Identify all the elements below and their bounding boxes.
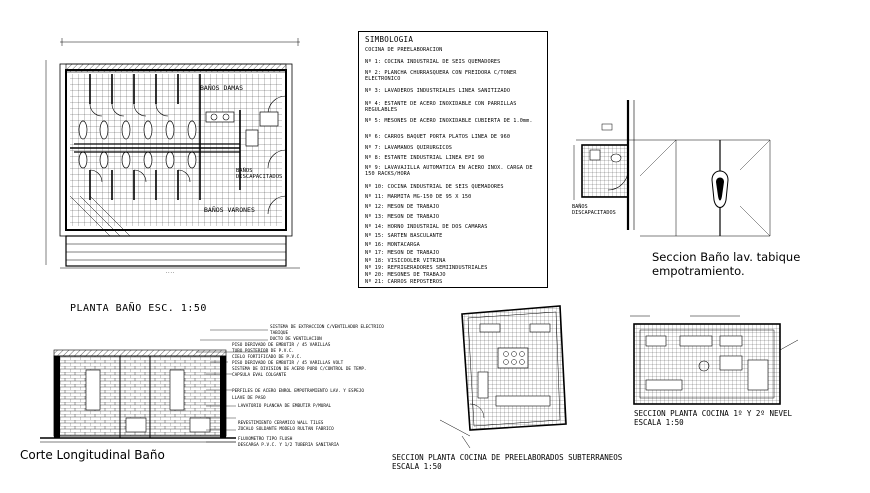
svg-text:····: ···· xyxy=(165,270,175,275)
label-banos-discapacitados: BAÑOS DISCAPACITADOS xyxy=(236,168,283,180)
legend-item: Nº 3: LAVADEROS INDUSTRIALES LINEA SANIT… xyxy=(365,88,511,94)
legend-item: Nº 13: MESON DE TRABAJO xyxy=(365,214,440,220)
legend-item: Nº 17: MESON DE TRABAJO xyxy=(365,250,440,256)
legend-title: SIMBOLOGIA xyxy=(365,35,414,44)
legend-item: Nº 1: COCINA INDUSTRIAL DE SEIS QUEMADOR… xyxy=(365,59,501,65)
legend-item: Nº 2: PLANCHA CHURRASQUERA CON FREIDORA … xyxy=(365,70,520,82)
legend-item: Nº 6: CARROS BAQUET PORTA PLATOS LINEA D… xyxy=(365,134,511,140)
legend-item: Nº 8: ESTANTE INDUSTRIAL LINEA EPI 90 xyxy=(365,155,485,161)
section-note: PISO DERIVADO DE EMBUTIR / 45 VARILLAS V… xyxy=(232,361,344,366)
legend-item: Nº 4: ESTANTE DE ACERO INOXIDABLE CON PA… xyxy=(365,101,520,113)
caption-corte-longitudinal: Corte Longitudinal Baño xyxy=(20,448,165,462)
legend-item: Nº 15: SARTEN BASCULANTE xyxy=(365,233,443,239)
section-note: REVESTIMIENTO CERAMICO WALL TILES xyxy=(238,421,324,426)
caption-cocina-nivel-line1: SECCION PLANTA COCINA 1º Y 2º NEVEL xyxy=(634,409,793,418)
seccion-bano-lav-drawing xyxy=(626,100,771,237)
legend-item: Nº 19: REFRIGERADORES SEMIINDUSTRIALES xyxy=(365,265,488,271)
cocina-nivel-drawing xyxy=(630,315,799,405)
caption-cocina-nivel-line2: ESCALA 1:50 xyxy=(634,418,684,427)
section-note: CAPSULA EVAL COLGANTE xyxy=(232,373,287,378)
section-note: FLUXOMETRO TIPO FLUSH xyxy=(238,437,293,442)
cocina-subterraneo-drawing xyxy=(439,305,567,449)
legend-item: COCINA DE PREELABORACION xyxy=(365,47,443,53)
legend-item: Nº 7: LAVAMANOS QUIRURGICOS xyxy=(365,145,453,151)
legend-item: Nº 18: VISICOOLER VITRINA xyxy=(365,258,446,264)
legend-item: Nº 16: MONTACARGA xyxy=(365,242,420,248)
section-note: LLAVE DE PASO xyxy=(232,396,266,401)
bano-discapacitados-plan xyxy=(573,123,640,200)
label-banos-varones: BAÑOS VARONES xyxy=(204,206,255,214)
caption-seccion-bano-line2: empotramiento. xyxy=(652,264,745,278)
legend-item: Nº 12: MESON DE TRABAJO xyxy=(365,204,440,210)
section-note: LAVATORIO PLANCHA DE EMBUTIR P/MURAL xyxy=(238,404,332,409)
caption-cocina-subterraneo-line1: SECCION PLANTA COCINA DE PREELABORADOS S… xyxy=(392,453,623,462)
label-banos-damas: BAÑOS DAMAS xyxy=(200,84,244,92)
section-note: DUCTO DE VENTILACION xyxy=(270,337,322,342)
section-note: DESCARGA P.V.C. Y 1/2 TUBERIA SANITARIA xyxy=(238,443,339,448)
legend-item: Nº 11: MARMITA MG-150 DE 95 X 150 xyxy=(365,194,472,200)
legend-item: Nº 10: COCINA INDUSTRIAL DE SEIS QUEMADO… xyxy=(365,184,504,190)
legend-box: SIMBOLOGIA COCINA DE PREELABORACION Nº 1… xyxy=(358,31,548,288)
legend-item: Nº 9: LAVAVAJILLA AUTOMATICA EN ACERO IN… xyxy=(365,165,536,177)
section-note: SISTEMA DE EXTRACCION C/VENTILADOR ELECT… xyxy=(270,325,384,330)
legend-item: Nº 14: HORNO INDUSTRIAL DE DOS CAMARAS xyxy=(365,224,488,230)
section-note: TABIQUE xyxy=(270,331,289,336)
label-banos-discapacitados-small: BAÑOS DISCAPACITADOS xyxy=(572,204,616,216)
caption-cocina-subterraneo-line2: ESCALA 1:50 xyxy=(392,462,442,471)
legend-item: Nº 20: MESONES DE TRABAJO xyxy=(365,272,446,278)
corte-longitudinal-drawing xyxy=(40,329,268,443)
caption-seccion-bano-line1: Seccion Baño lav. tabique xyxy=(652,250,801,264)
section-note: PERFILES DE ACERO ENROL EMPOTRAMIENTO LA… xyxy=(232,389,364,394)
section-note: TUBO POSTERIOR DE P.V.C. xyxy=(232,349,295,354)
legend-item: Nº 5: MESONES DE ACERO INOXIDABLE CUBIER… xyxy=(365,118,533,124)
section-note: CIELO FORTIFICADO DE P.V.C. xyxy=(232,355,302,360)
section-note: ZOCALO SOLDANTE MODELO RULTAN FABRICO xyxy=(238,427,334,432)
section-note: SISTEMA DE DIVISION DE ACERO PURO C/CONT… xyxy=(232,367,367,372)
planta-bano-drawing: ···· xyxy=(45,38,300,275)
caption-planta-bano: PLANTA BAÑO ESC. 1:50 xyxy=(70,303,207,314)
section-note: PISO DERIVADO DE EMBUTIR / 45 VARILLAS xyxy=(232,343,331,348)
legend-item: Nº 21: CARROS REPOSTEROS xyxy=(365,279,443,285)
